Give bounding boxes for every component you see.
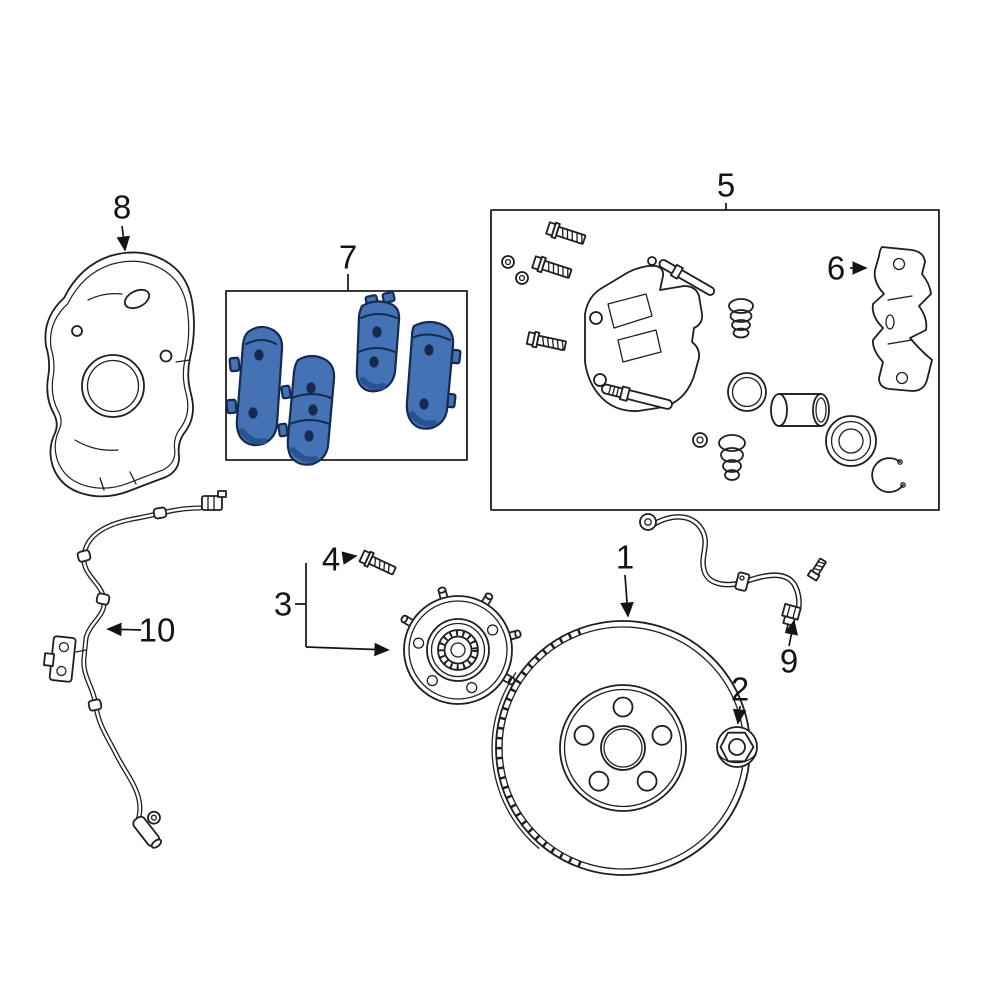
piston-seal-ring	[727, 372, 767, 412]
caliper-sleeves	[501, 255, 529, 285]
caliper-bolt-2	[531, 255, 573, 279]
cable-clip-1	[152, 506, 168, 520]
dust-shield	[44, 251, 195, 498]
hose-end-bolt	[806, 557, 827, 582]
callout-8-label: 8	[113, 189, 131, 226]
piston-dust-boot	[825, 415, 877, 467]
brake-hose	[639, 513, 827, 633]
callout-4-label: 4	[322, 541, 340, 578]
cable-clip-4	[87, 698, 103, 712]
callout-leaders	[106, 203, 868, 725]
lug-holes	[573, 696, 673, 792]
bleeder-cap	[692, 432, 708, 448]
caliper-piston	[770, 393, 830, 427]
cable-clip-2	[76, 549, 92, 563]
hub-bearing-assembly	[400, 586, 522, 705]
caliper-bolt-1	[545, 221, 587, 245]
sensor-head	[132, 810, 163, 849]
callout-7-label: 7	[339, 239, 357, 276]
caliper-mounting-bracket	[871, 246, 933, 392]
callout-3-label: 3	[274, 586, 292, 623]
brake-pad-outer-right	[405, 320, 462, 430]
snap-ring	[871, 457, 906, 493]
brake-pad-inner-right	[355, 291, 401, 393]
caliper-guide-pin-top	[658, 259, 716, 296]
hose-clip	[734, 571, 751, 592]
sensor-bracket	[43, 635, 77, 683]
abs-speed-sensor	[43, 490, 227, 849]
guide-pin-boot-bottom	[718, 434, 746, 481]
callout-10-label: 10	[139, 612, 176, 649]
brake-rotor	[491, 620, 751, 876]
caliper-guide-pin-bottom	[600, 383, 673, 410]
hub-bolt	[358, 549, 397, 576]
sensor-connector	[201, 490, 227, 511]
caliper-assembly-box	[490, 209, 940, 511]
callout-9-label: 9	[780, 643, 798, 680]
callout-5-label: 5	[717, 167, 735, 204]
callout-1-label: 1	[616, 539, 634, 576]
guide-pin-boot-top	[728, 298, 754, 339]
hose-end-fitting	[781, 603, 802, 633]
callout-2-label: 2	[731, 671, 749, 708]
cable-clip-3	[95, 592, 111, 606]
brake-pads	[225, 291, 462, 466]
caliper-assembly	[501, 221, 933, 493]
hub-nut	[716, 726, 758, 768]
brake-pad-outer-left	[225, 325, 284, 447]
caliper-body	[584, 256, 703, 412]
callout-6-label: 6	[827, 250, 845, 287]
brake-pad-inner-left	[277, 354, 336, 466]
callout-labels: 1 2 3 4 5 6 7 8 9 10	[113, 167, 845, 708]
caliper-bolt-3	[525, 331, 567, 352]
